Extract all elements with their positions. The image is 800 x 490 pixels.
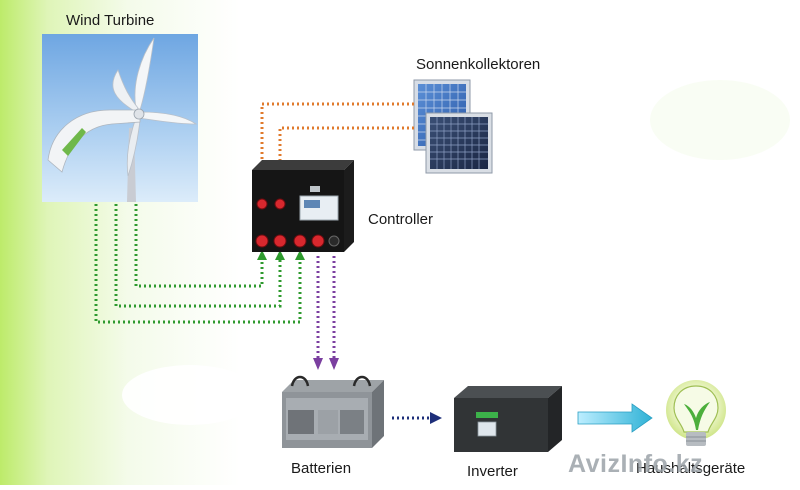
charge-controller-icon [252, 160, 354, 252]
label-controller: Controller [368, 211, 434, 228]
arrowhead [313, 358, 323, 370]
label-inverter: Inverter [467, 463, 518, 480]
inverter-icon [454, 386, 562, 452]
wind-connection-lines [94, 204, 302, 324]
battery-icon [282, 375, 384, 448]
watermark: AvizInfo.kz [568, 450, 704, 478]
output-arrow [577, 403, 653, 433]
background-blob [122, 365, 258, 425]
arrowhead [257, 250, 267, 260]
label-solar-collectors: Sonnenkollektoren [416, 56, 541, 73]
wind-turbine-icon [42, 34, 198, 202]
label-batteries: Batterien [291, 460, 352, 477]
arrowhead [329, 358, 339, 370]
battery-connection-lines [316, 256, 336, 360]
label-wind-turbine: Wind Turbine [66, 12, 155, 29]
solar-panel-icon [413, 79, 493, 174]
background-blob [650, 80, 790, 160]
arrowhead [275, 250, 285, 260]
light-bulb-icon [666, 380, 726, 446]
arrowhead [430, 412, 442, 424]
label-appliances: Haushaltsgeräte [636, 460, 746, 477]
arrowhead [295, 250, 305, 260]
solar-connection-lines [260, 102, 414, 204]
